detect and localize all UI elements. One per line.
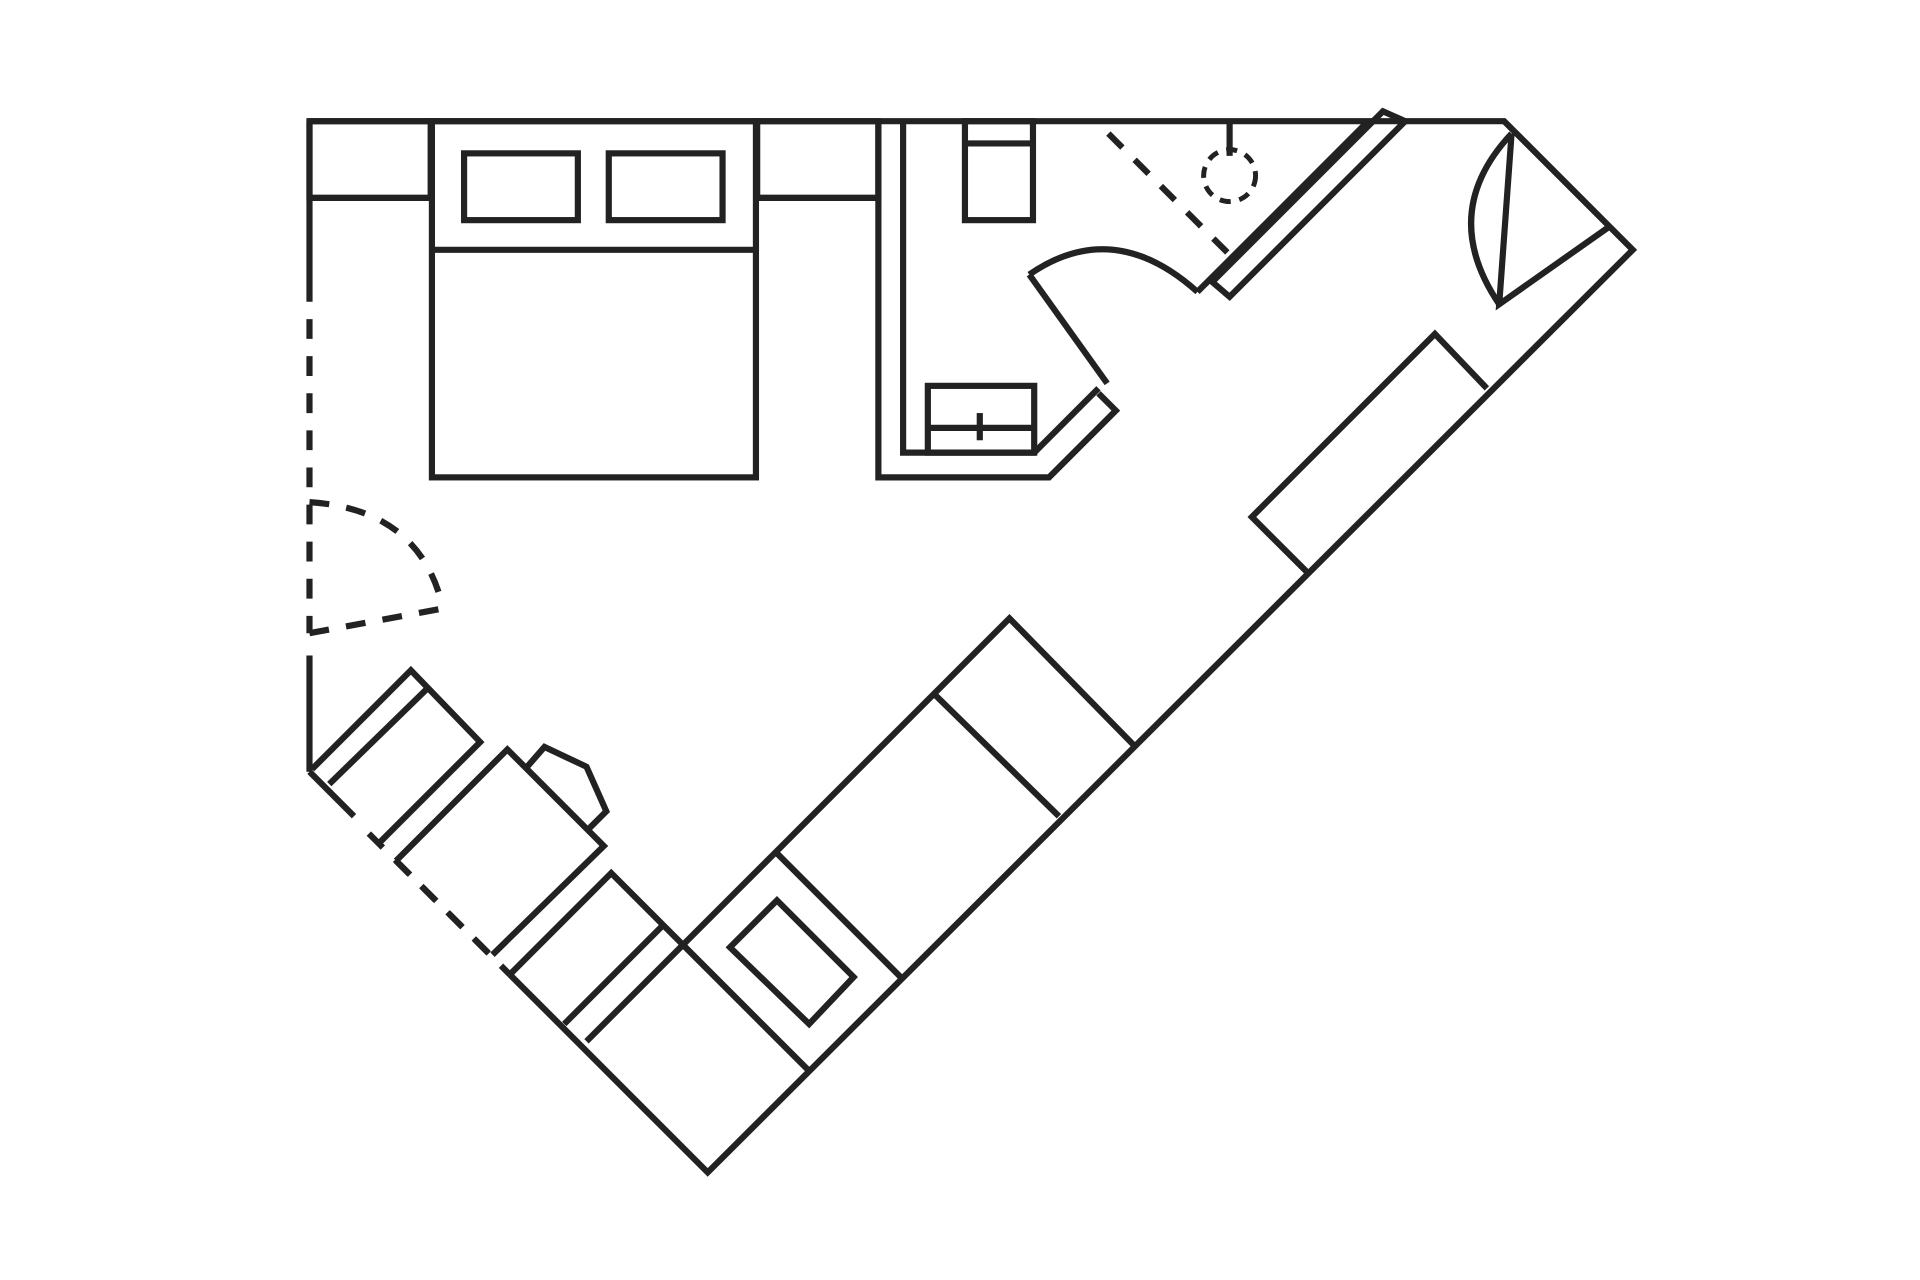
kitchen-counter <box>1247 329 1490 574</box>
armchair <box>507 868 688 1044</box>
wardrobe-left <box>306 118 434 201</box>
pillow <box>460 150 581 224</box>
balcony-door <box>306 281 447 637</box>
side-table <box>309 665 485 846</box>
double-bed <box>428 118 760 481</box>
pillow <box>605 150 726 224</box>
bathroom-partition <box>875 121 1121 481</box>
sofa <box>678 613 1136 1074</box>
wardrobe-right <box>754 118 882 201</box>
lower-left-opening-2 <box>393 858 513 977</box>
toilet <box>961 118 1037 224</box>
washbasin <box>924 382 1038 456</box>
desk <box>393 745 609 957</box>
bathroom-wall-diagonal <box>1195 107 1411 302</box>
desk-chair <box>524 743 610 834</box>
coffee-table <box>725 895 858 1029</box>
bathroom-door <box>1026 246 1200 386</box>
exterior-wall <box>306 118 1638 1177</box>
shower-drain <box>1106 121 1259 257</box>
entrance-door <box>1468 131 1610 311</box>
